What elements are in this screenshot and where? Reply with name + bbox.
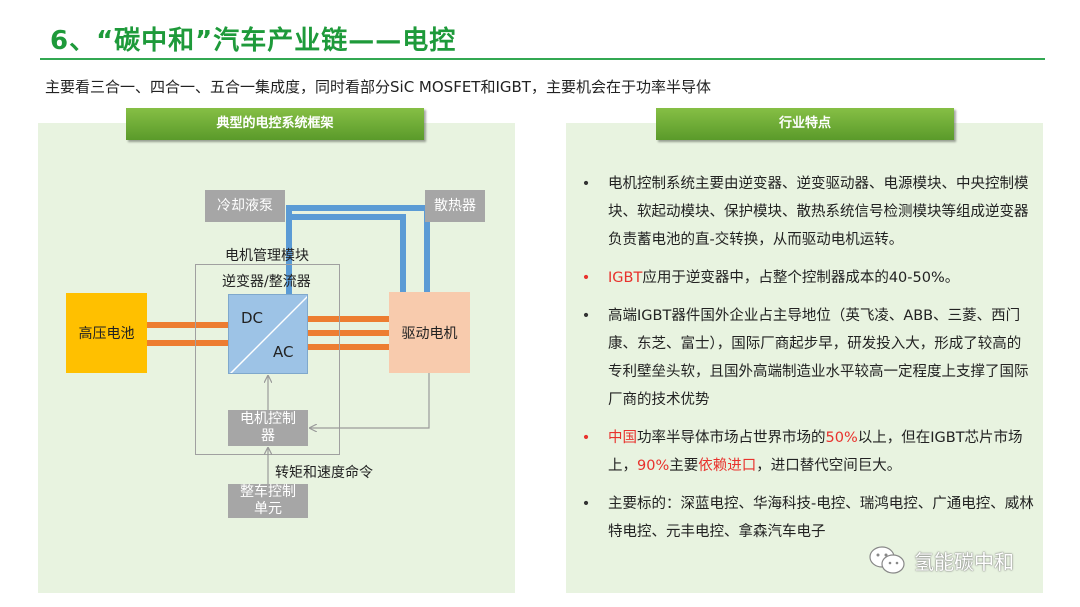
- bullet-highlight: 中国: [608, 430, 637, 446]
- bullet-text: 以上，但在IGBT芯片市场上，: [608, 430, 1023, 474]
- industry-features-list: • 电机控制系统主要由逆变器、逆变驱动器、电源模块、中央控制模块、软起动模块、保…: [580, 170, 1035, 556]
- bullet-highlight: 90%: [637, 458, 670, 474]
- converter-diagonal: [229, 295, 307, 373]
- bullet-text: 功率半导体市场占世界市场的: [637, 430, 826, 446]
- bullet-dot: •: [581, 496, 591, 512]
- right-panel-banner: 行业特点: [656, 108, 954, 140]
- bullet-dot: •: [581, 308, 591, 324]
- battery-dc-cable-2: [147, 340, 228, 346]
- dc-ac-converter-box: DC AC: [228, 294, 308, 374]
- bullet-text: ，进口替代空间巨大。: [756, 458, 902, 474]
- ac-motor-cable-3: [308, 344, 389, 350]
- bullet-highlight: 50%: [825, 430, 858, 446]
- vehicle-control-unit-box: 整车控制单元: [228, 484, 308, 518]
- bullet-text: 主要标的：深蓝电控、华海科技-电控、瑞鸿电控、广通电控、威林特电控、元丰电控、拿…: [608, 496, 1034, 540]
- battery-dc-cable-1: [147, 322, 228, 328]
- list-item: • 主要标的：深蓝电控、华海科技-电控、瑞鸿电控、广通电控、威林特电控、元丰电控…: [580, 490, 1035, 546]
- list-item: • 电机控制系统主要由逆变器、逆变驱动器、电源模块、中央控制模块、软起动模块、保…: [580, 170, 1035, 254]
- bullet-dot: •: [581, 430, 591, 446]
- bullet-text: 高端IGBT器件国外企业占主导地位（英飞凌、ABB、三菱、西门康、东芝、富士），…: [608, 308, 1029, 408]
- ac-label: AC: [273, 343, 294, 361]
- torque-speed-command-label: 转矩和速度命令: [275, 465, 373, 481]
- bullet-dot: •: [581, 176, 591, 192]
- coolant-pipe-vertical-inner: [400, 214, 406, 293]
- right-panel: [566, 123, 1043, 593]
- page-title: 6、“碳中和”汽车产业链——电控: [50, 26, 457, 56]
- ac-motor-cable-2: [308, 330, 389, 336]
- watermark: 氢能碳中和: [868, 540, 1014, 580]
- title-divider: [40, 58, 1045, 60]
- high-voltage-battery-box: 高压电池: [66, 293, 147, 373]
- watermark-text: 氢能碳中和: [914, 549, 1014, 574]
- bullet-highlight: 依赖进口: [698, 458, 757, 474]
- motor-management-label: 电机管理模块: [225, 248, 309, 264]
- coolant-pipe-top-2: [286, 214, 406, 220]
- list-item: • 中国功率半导体市场占世界市场的50%以上，但在IGBT芯片市场上，90%主要…: [580, 424, 1035, 480]
- motor-controller-box: 电机控制器: [228, 410, 308, 446]
- bullet-highlight: IGBT: [608, 270, 643, 286]
- drive-motor-box: 驱动电机: [389, 292, 470, 373]
- list-item: • 高端IGBT器件国外企业占主导地位（英飞凌、ABB、三菱、西门康、东芝、富士…: [580, 302, 1035, 414]
- list-item: • IGBT应用于逆变器中，占整个控制器成本的40-50%。: [580, 264, 1035, 292]
- coolant-pipe-vertical-outer: [424, 205, 430, 293]
- cooling-pump-box: 冷却液泵: [205, 190, 285, 222]
- radiator-box: 散热器: [425, 190, 485, 222]
- bullet-text: 电机控制系统主要由逆变器、逆变驱动器、电源模块、中央控制模块、软起动模块、保护模…: [608, 176, 1029, 248]
- dc-label: DC: [241, 309, 264, 327]
- left-panel-banner: 典型的电控系统框架: [126, 108, 424, 140]
- bullet-text: 应用于逆变器中，占整个控制器成本的40-50%。: [642, 270, 960, 286]
- bullet-text: 主要: [669, 458, 699, 474]
- ac-motor-cable-1: [308, 316, 389, 322]
- inverter-label: 逆变器/整流器: [222, 274, 311, 290]
- coolant-pipe-top: [286, 205, 430, 211]
- wechat-icon: [869, 546, 905, 574]
- bullet-dot: •: [581, 270, 591, 286]
- page-subtitle: 主要看三合一、四合一、五合一集成度，同时看部分SiC MOSFET和IGBT，主…: [45, 78, 711, 96]
- coolant-pipe-pump-down: [286, 205, 292, 295]
